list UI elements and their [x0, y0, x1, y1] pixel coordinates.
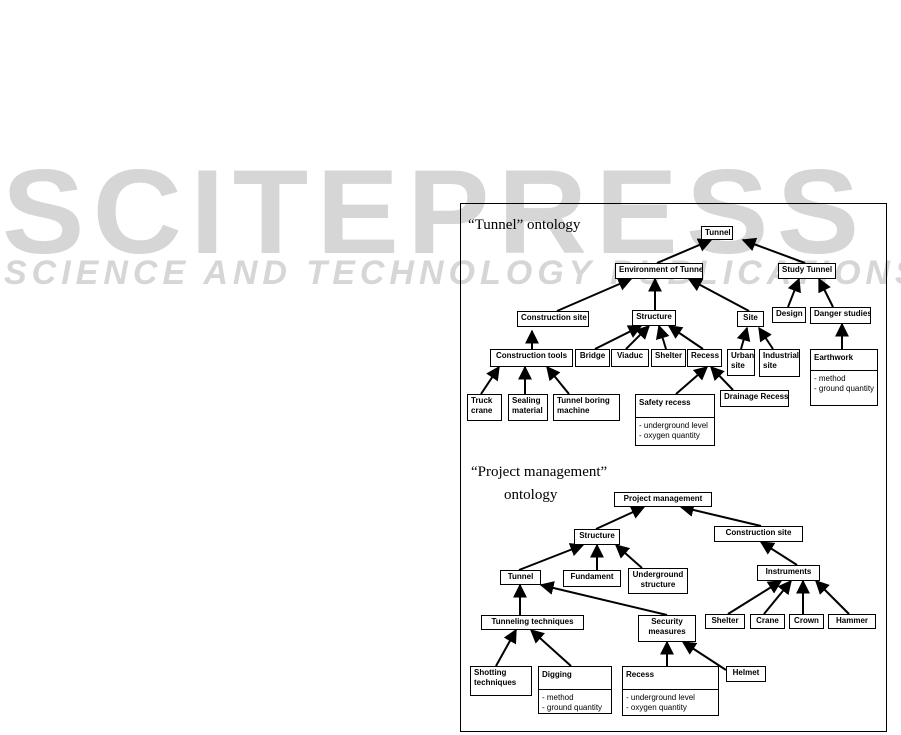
node-construction-site: Construction site [517, 311, 589, 327]
pm-recess-attr-underground-level: - underground level [626, 693, 695, 702]
node-tunnel: Tunnel [701, 226, 733, 240]
edge-helmet-to-secmeas [681, 641, 727, 671]
earthwork-attr-ground-quantity: - ground quantity [814, 384, 875, 393]
edge-instruments-to-pmconsite [759, 541, 798, 566]
digging-attr-ground-quantity: - ground quantity [542, 703, 603, 712]
safety-recess-label: Safety recess [639, 398, 691, 407]
node-danger-studies: Danger studies [810, 307, 871, 324]
edge-design-to-study [787, 277, 801, 308]
edge-env-to-tunnel [656, 238, 713, 264]
edge-danger-to-study [818, 277, 834, 308]
edge-shelter-to-structure [655, 324, 670, 350]
node-tunnel-boring-machine: Tunnel boring machine [553, 394, 620, 421]
digging-label: Digging [542, 670, 572, 679]
node-construction-tools: Construction tools [490, 349, 573, 367]
edge-hammer-to-instruments [815, 580, 850, 615]
edge-site-to-env [687, 278, 750, 312]
edge-bridge-to-structure [594, 325, 643, 350]
node-underground-structure: Underground structure [628, 568, 688, 594]
pm-ontology-heading-line2: ontology [504, 487, 558, 503]
safety-recess-attr-oxygen-quantity: - oxygen quantity [639, 431, 700, 440]
node-digging: Digging - method - ground quantity [538, 666, 612, 714]
node-pm-construction-site: Construction site [714, 526, 803, 542]
edge-digging-to-tuntech [529, 629, 572, 667]
node-pm-shelter: Shelter [705, 614, 745, 629]
edge-pmtunnel-to-pmstructure [518, 543, 585, 571]
edge-industrial-to-site [758, 326, 774, 350]
node-crane: Crane [750, 614, 785, 629]
node-crown: Crown [789, 614, 824, 629]
node-industrial-site: Industrial site [759, 349, 800, 377]
edge-shotting-to-tuntech [495, 628, 517, 667]
node-pm-structure: Structure [574, 529, 620, 545]
digging-attributes: - method - ground quantity [539, 689, 611, 713]
node-project-management: Project management [614, 492, 712, 507]
edge-viaduc-to-structure [625, 325, 650, 350]
node-design: Design [772, 307, 806, 323]
edge-pmconsite-to-pm [679, 503, 762, 527]
node-site: Site [737, 311, 764, 327]
digging-attr-method: - method [542, 693, 574, 702]
node-tunneling-techniques: Tunneling techniques [481, 615, 584, 630]
safety-recess-attributes: - underground level - oxygen quantity [636, 417, 714, 441]
node-fundament: Fundament [563, 570, 621, 587]
pm-recess-attributes: - underground level - oxygen quantity [623, 689, 718, 713]
node-drainage-recess: Drainage Recess [720, 390, 789, 407]
node-urban-site: Urban site [727, 349, 755, 376]
node-helmet: Helmet [726, 666, 766, 682]
node-hammer: Hammer [828, 614, 876, 629]
edge-layer [480, 237, 850, 671]
node-truck-crane: Truck crane [467, 394, 502, 421]
node-shotting-techniques: Shotting techniques [470, 666, 532, 696]
edge-drainage-to-recess [710, 365, 734, 391]
edge-urban-to-site [736, 326, 751, 350]
edge-pmstructure-to-pm [595, 505, 646, 530]
ontology-figure: “Tunnel” ontology Tunnel Environment of … [460, 203, 887, 732]
node-sealing-material: Sealing material [508, 394, 548, 421]
node-earthwork: Earthwork - method - ground quantity [810, 349, 878, 406]
edge-safety-to-recess [675, 366, 709, 395]
node-security-measures: Security measures [638, 615, 696, 642]
node-pm-recess: Recess - underground level - oxygen quan… [622, 666, 719, 716]
node-shelter: Shelter [651, 349, 686, 367]
edge-crane-to-instruments [763, 579, 792, 615]
safety-recess-attr-underground-level: - underground level [639, 421, 708, 430]
node-safety-recess: Safety recess - underground level - oxyg… [635, 394, 715, 446]
edge-truck-to-tools [480, 365, 500, 395]
node-bridge: Bridge [575, 349, 610, 367]
edge-undstruct-to-pmstructure [614, 544, 643, 569]
edge-study-to-tunnel [741, 237, 806, 264]
edge-tbm-to-tools [546, 365, 570, 395]
node-environment-of-tunnel: Environment of Tunnel [615, 263, 703, 279]
node-pm-tunnel: Tunnel [500, 570, 541, 585]
node-recess: Recess [687, 349, 722, 367]
edge-consite-to-env [556, 277, 633, 312]
node-structure: Structure [632, 310, 676, 326]
tunnel-ontology-heading: “Tunnel” ontology [468, 217, 581, 233]
earthwork-label: Earthwork [814, 353, 854, 362]
node-viaduc: Viaduc [611, 349, 649, 367]
node-instruments: Instruments [757, 565, 820, 581]
earthwork-attr-method: - method [814, 374, 846, 383]
edge-secmeas-to-pmtunnel [539, 581, 668, 616]
earthwork-attributes: - method - ground quantity [811, 370, 877, 394]
pm-ontology-heading-line1: “Project management” [471, 464, 608, 480]
edge-recess-to-structure [667, 325, 704, 350]
edge-shelter-to-instruments [727, 580, 783, 615]
pm-recess-attr-oxygen-quantity: - oxygen quantity [626, 703, 687, 712]
node-study-tunnel: Study Tunnel [778, 263, 836, 279]
pm-recess-label: Recess [626, 670, 655, 679]
